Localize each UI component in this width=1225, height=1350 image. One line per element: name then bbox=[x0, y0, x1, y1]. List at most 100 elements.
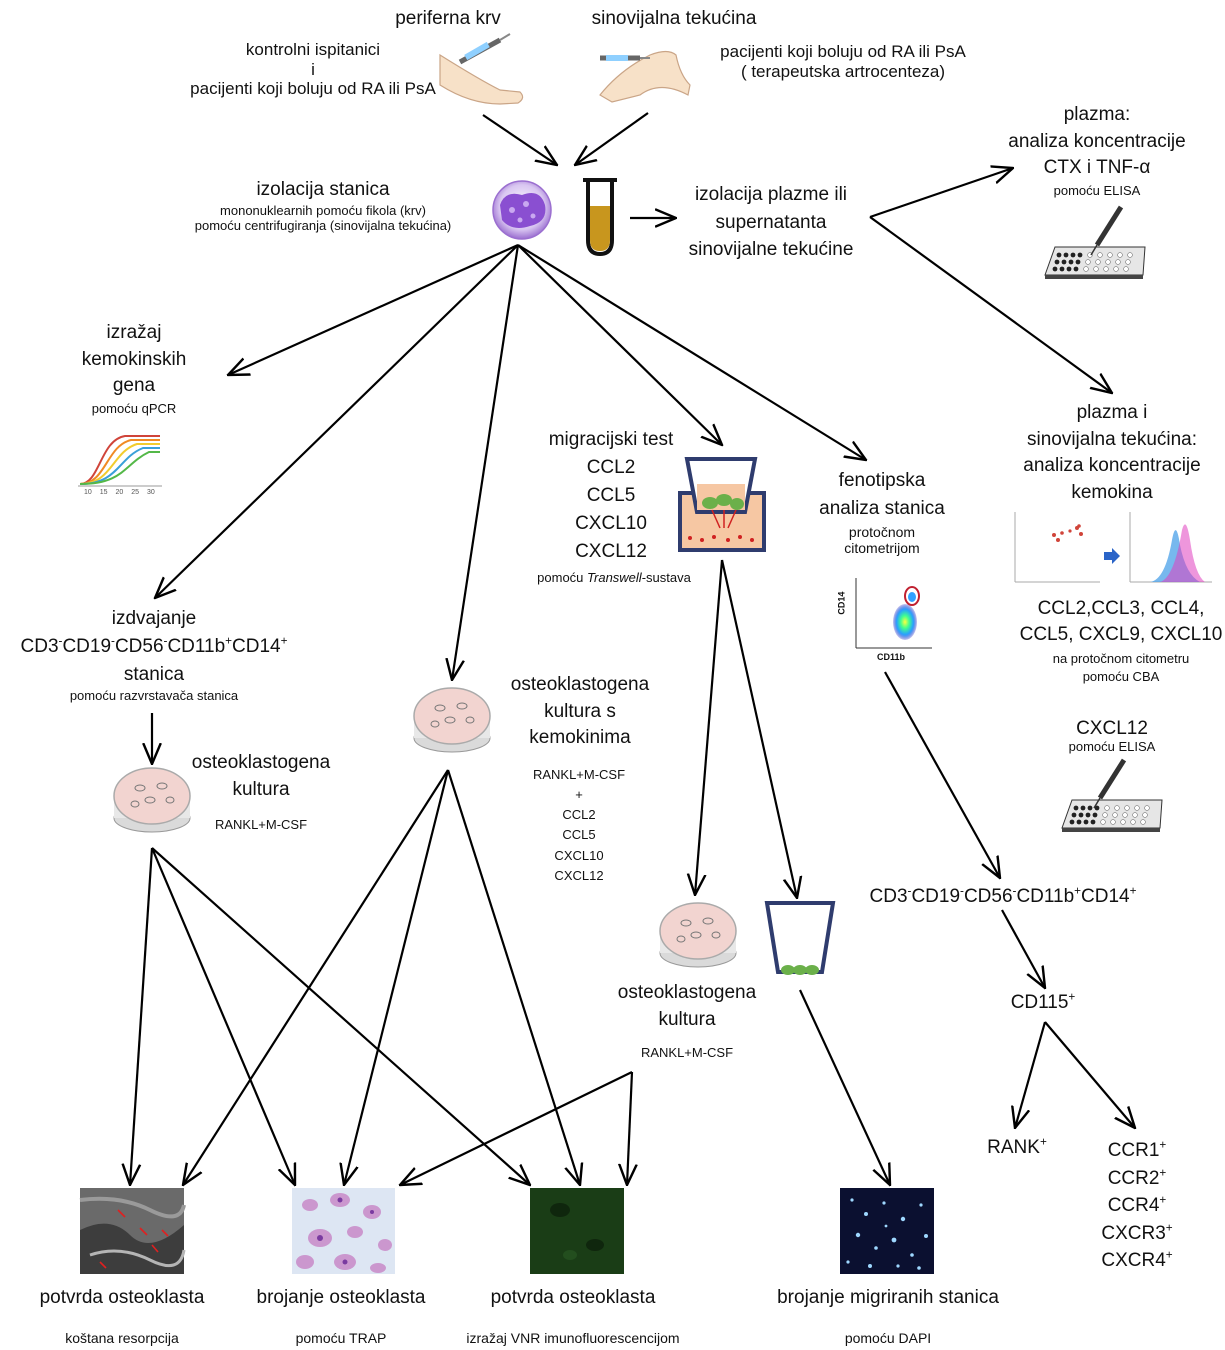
reagent: + bbox=[575, 787, 583, 803]
culture-chem-line-2: kultura s bbox=[544, 700, 616, 722]
culture-left-label: osteoklastogena kultura bbox=[192, 750, 330, 803]
arrow-isolation-to-sorting bbox=[155, 244, 519, 598]
output-2-method: pomoću TRAP bbox=[295, 1330, 387, 1346]
trap-micrograph-icon bbox=[292, 1188, 395, 1274]
phenotype-line-3: protočnom bbox=[848, 523, 916, 540]
isolation-line-2: pomoću centrifugiranja (sinovijalna teku… bbox=[194, 217, 452, 233]
test-tube-icon bbox=[583, 178, 617, 257]
qpcr-curves-icon bbox=[78, 435, 162, 487]
migration-chemokine: CCL5 bbox=[586, 484, 636, 506]
culture-left-reagents: RANKL+M-CSF bbox=[214, 817, 308, 832]
arrow-blood-to-isolation bbox=[482, 114, 557, 165]
culture-mig-line-2: kultura bbox=[658, 1008, 716, 1030]
arrow-chemculture-to-out1 bbox=[183, 769, 449, 1185]
chemokine-conc-line-2: sinovijalna tekućina: bbox=[1026, 428, 1198, 450]
flow-x-axis-label: CD11b bbox=[877, 652, 906, 662]
arrow-sf-to-isolation bbox=[575, 112, 649, 165]
migration-chemokine: CCL2 bbox=[586, 456, 636, 478]
arrow-plasma-to-chemokine bbox=[869, 216, 1112, 393]
flow-y-axis-label: CD14 bbox=[836, 591, 847, 615]
plasma-ctx-line-3: CTX i TNF-α bbox=[1043, 157, 1151, 179]
gene-expr-line-3: gena bbox=[112, 375, 156, 397]
receptor-text: CXCR3 bbox=[1101, 1222, 1166, 1244]
receptor-text: CCR4 bbox=[1107, 1195, 1160, 1217]
reagent: CXCL10 bbox=[554, 847, 604, 863]
migration-method-prefix: pomoću bbox=[537, 570, 588, 585]
receptor-sign: + bbox=[1165, 1248, 1173, 1262]
arrow-plasma-to-ctx bbox=[869, 168, 1013, 219]
migration-chemokine: CXCL10 bbox=[575, 512, 647, 534]
receptor: CCR1+ bbox=[1108, 1137, 1167, 1165]
phenotype-label: fenotipska analiza stanica protočnom cit… bbox=[819, 470, 945, 556]
rank-label: RANK+ bbox=[987, 1136, 1047, 1159]
cba-plots-icon bbox=[1014, 512, 1212, 583]
arrow-isolation-to-gene bbox=[228, 243, 519, 375]
marker-sign: + bbox=[280, 634, 288, 648]
marker: CD56 bbox=[963, 886, 1013, 907]
sorting-label: izdvajanje CD3-CD19-CD56-CD11b+CD14+ sta… bbox=[21, 608, 288, 703]
marker-sign: - bbox=[111, 634, 115, 648]
petri-dish-migration-icon bbox=[659, 902, 737, 968]
marker-sign: - bbox=[58, 634, 63, 648]
receptor-text: CCR2 bbox=[1107, 1167, 1160, 1189]
cxcl12-title: CXCL12 bbox=[1076, 718, 1148, 739]
elisa-plate-icon bbox=[1044, 205, 1146, 279]
sorting-method: pomoću razvrstavača stanica bbox=[69, 687, 239, 703]
chemokine-conc-line-3: analiza koncentracije bbox=[1023, 455, 1201, 477]
culture-left-line-2: kultura bbox=[232, 778, 290, 800]
arrow-migculture-to-out3 bbox=[627, 1071, 632, 1185]
culture-chem-line-1: osteoklastogena bbox=[510, 674, 650, 695]
reagent: CCL5 bbox=[562, 827, 596, 843]
cxcl12-method: pomoću ELISA bbox=[1068, 738, 1156, 754]
gated-population: CD3-CD19-CD56-CD11b+CD14+ bbox=[870, 884, 1137, 908]
blood-subjects: kontrolni ispitanici i pacijenti koji bo… bbox=[190, 40, 436, 99]
dapi-micrograph-icon bbox=[840, 1188, 934, 1274]
cxcl12-elisa-label: CXCL12 pomoću ELISA bbox=[1069, 718, 1156, 755]
arrow-transwell-to-cup bbox=[720, 559, 797, 898]
phenotype-line-4: citometrijom bbox=[844, 539, 920, 556]
receptor-sign: + bbox=[1159, 1166, 1167, 1180]
sorting-title: izdvajanje bbox=[111, 608, 197, 629]
output-3-method: izražaj VNR imunofluorescencijom bbox=[466, 1330, 680, 1346]
qpcr-tick: 25 bbox=[131, 489, 140, 496]
elisa-plate-cxcl12-icon bbox=[1061, 758, 1163, 832]
marker: CD14 bbox=[1081, 886, 1130, 907]
reagent: CXCL12 bbox=[554, 867, 604, 883]
resorption-micrograph-icon bbox=[79, 1188, 186, 1274]
isolation-line-1: mononuklearnih pomoću fikola (krv) bbox=[220, 202, 426, 218]
blood-title: periferna krv bbox=[395, 8, 501, 29]
chemokine-receptors: CCR1+ CCR2+ CCR4+ CXCR3+ CXCR4+ bbox=[1101, 1137, 1172, 1275]
arrow-population-to-cd115 bbox=[1001, 909, 1045, 988]
culture-migration-label: osteoklastogena kultura bbox=[618, 980, 756, 1033]
plasma-ctx-line-2: analiza koncentracije bbox=[1008, 130, 1186, 152]
marker-sign: + bbox=[1074, 884, 1082, 898]
blood-subjects-line-3: pacijenti koji boluju od RA ili PsA bbox=[190, 79, 436, 99]
plasma-isolation-line-3: sinovijalne tekućine bbox=[688, 239, 854, 261]
arrow-isolation-to-migration bbox=[517, 244, 722, 445]
plasma-isolation-line-1: izolacija plazme ili bbox=[694, 184, 848, 205]
arrow-flow-to-population bbox=[884, 671, 1000, 878]
output-2-title: brojanje osteoklasta bbox=[256, 1287, 426, 1308]
cd115-text: CD115 bbox=[1010, 992, 1069, 1013]
reagent: CCL2 bbox=[562, 807, 596, 823]
receptor-text: CCR1 bbox=[1107, 1140, 1160, 1161]
rank-text: RANK bbox=[987, 1137, 1040, 1158]
marker: CD11b bbox=[167, 635, 226, 657]
cd115-sign: + bbox=[1068, 990, 1076, 1004]
leg-syringe-synovial-icon bbox=[599, 50, 691, 103]
culture-migration-reagents: RANKL+M-CSF bbox=[640, 1045, 734, 1060]
isolation-label: izolacija stanica mononuklearnih pomoću … bbox=[195, 179, 452, 234]
arrow-culture-to-out3 bbox=[151, 847, 530, 1185]
marker-sign: + bbox=[1129, 884, 1137, 898]
arrow-transwell-to-culture bbox=[695, 559, 724, 895]
gene-expr-line-1: izražaj bbox=[106, 322, 162, 343]
qpcr-tick: 10 bbox=[84, 489, 92, 496]
arrow-cup-to-dapi bbox=[799, 989, 890, 1185]
marker-sign: - bbox=[960, 884, 964, 898]
output-4-method: pomoću DAPI bbox=[844, 1330, 932, 1346]
marker: CD14 bbox=[232, 635, 281, 657]
qpcr-tick: 30 bbox=[147, 489, 155, 496]
marker: CD3 bbox=[20, 635, 59, 657]
receptor-sign: + bbox=[1159, 1138, 1167, 1152]
